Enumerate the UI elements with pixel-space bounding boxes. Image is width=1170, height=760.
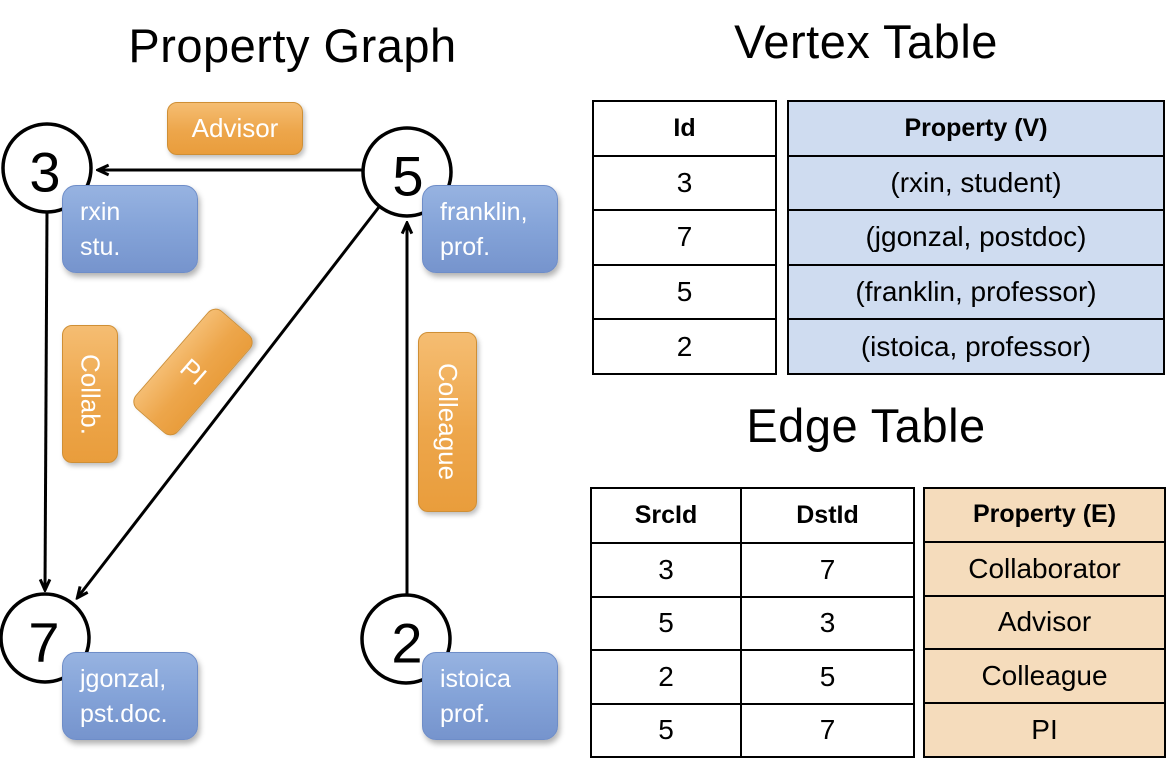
node-label-2: 2 [391,612,422,675]
vertex-table-id-column: Id 3 7 5 2 [592,100,777,375]
edge-table-src-cell: 3 [592,542,742,596]
edge-table-ids-columns: SrcId DstId 3 7 5 3 2 5 5 7 [590,487,915,758]
edge-table-dstid-header: DstId [796,501,859,530]
edge-table-property-header: Property (E) [972,500,1117,529]
node-label-5: 5 [392,145,423,208]
property-box-jgonzal-line1: jgonzal, [80,665,167,693]
property-box-franklin: franklin, prof. [422,185,558,273]
edge-label-collaborator-text: Collab. [75,353,106,435]
vertex-table-title: Vertex Table [734,15,998,68]
property-box-istoica: istoica prof. [422,652,558,740]
edge-table-src-cell: 5 [592,702,742,756]
edge-table-src-cell: 5 [592,595,742,650]
edge-table-property-column: Property (E) Collaborator Advisor Collea… [923,487,1166,758]
property-graph-title: Property Graph [128,19,457,72]
edge-table-dst-cell: 3 [742,595,913,649]
vertex-table-id-cell: 3 [594,154,775,210]
vertex-table-id-cell: 7 [594,209,775,264]
edge-5-to-7 [78,206,381,597]
property-box-jgonzal: jgonzal, pst.doc. [62,652,198,740]
edge-label-colleague-text: Colleague [433,363,463,481]
edge-table-srcid-header: SrcId [592,489,742,543]
vertex-table-property-cell: (istoica, professor) [789,318,1163,373]
edge-table-property-cell: Collaborator [925,540,1164,595]
edge-table-dst-cell: 5 [742,649,913,702]
property-box-istoica-line1: istoica [440,665,511,693]
property-box-rxin-line1: rxin [80,198,121,226]
edge-table-property-cell: Advisor [925,594,1164,649]
property-box-istoica-line2: prof. [440,700,491,728]
edge-label-advisor-text: Advisor [191,113,279,143]
edge-table-dst-cell: 7 [742,702,913,756]
edge-table-title: Edge Table [746,399,986,452]
vertex-table-id-header: Id [673,113,696,142]
vertex-table-property-header: Property (V) [904,113,1048,142]
property-box-jgonzal-line2: pst.doc. [80,700,168,728]
edge-table-property-cell: PI [925,702,1164,756]
vertex-table-property-column: Property (V) (rxin, student) (jgonzal, p… [787,100,1165,375]
edge-table-dst-cell: 7 [742,542,913,595]
property-box-franklin-line2: prof. [440,233,491,261]
property-box-franklin-line1: franklin, [440,198,528,226]
vertex-table-property-cell: (franklin, professor) [789,263,1163,319]
node-label-3: 3 [29,141,60,204]
edge-label-colleague: Colleague [418,332,477,512]
vertex-table-property-cell: (rxin, student) [789,154,1163,210]
node-label-7: 7 [28,611,59,674]
edge-label-pi-text: PI [174,352,213,392]
vertex-table-id-cell: 5 [594,263,775,319]
edge-label-advisor: Advisor [167,102,303,155]
edge-table-property-cell: Colleague [925,648,1164,702]
property-box-rxin: rxin stu. [62,185,198,273]
vertex-table-property-cell: (jgonzal, postdoc) [789,209,1163,264]
vertex-table-id-cell: 2 [594,318,775,373]
edge-label-collaborator: Collab. [62,325,118,463]
edge-3-to-7 [45,209,47,589]
property-box-rxin-line2: stu. [80,233,121,261]
edge-table-src-cell: 2 [592,649,742,703]
